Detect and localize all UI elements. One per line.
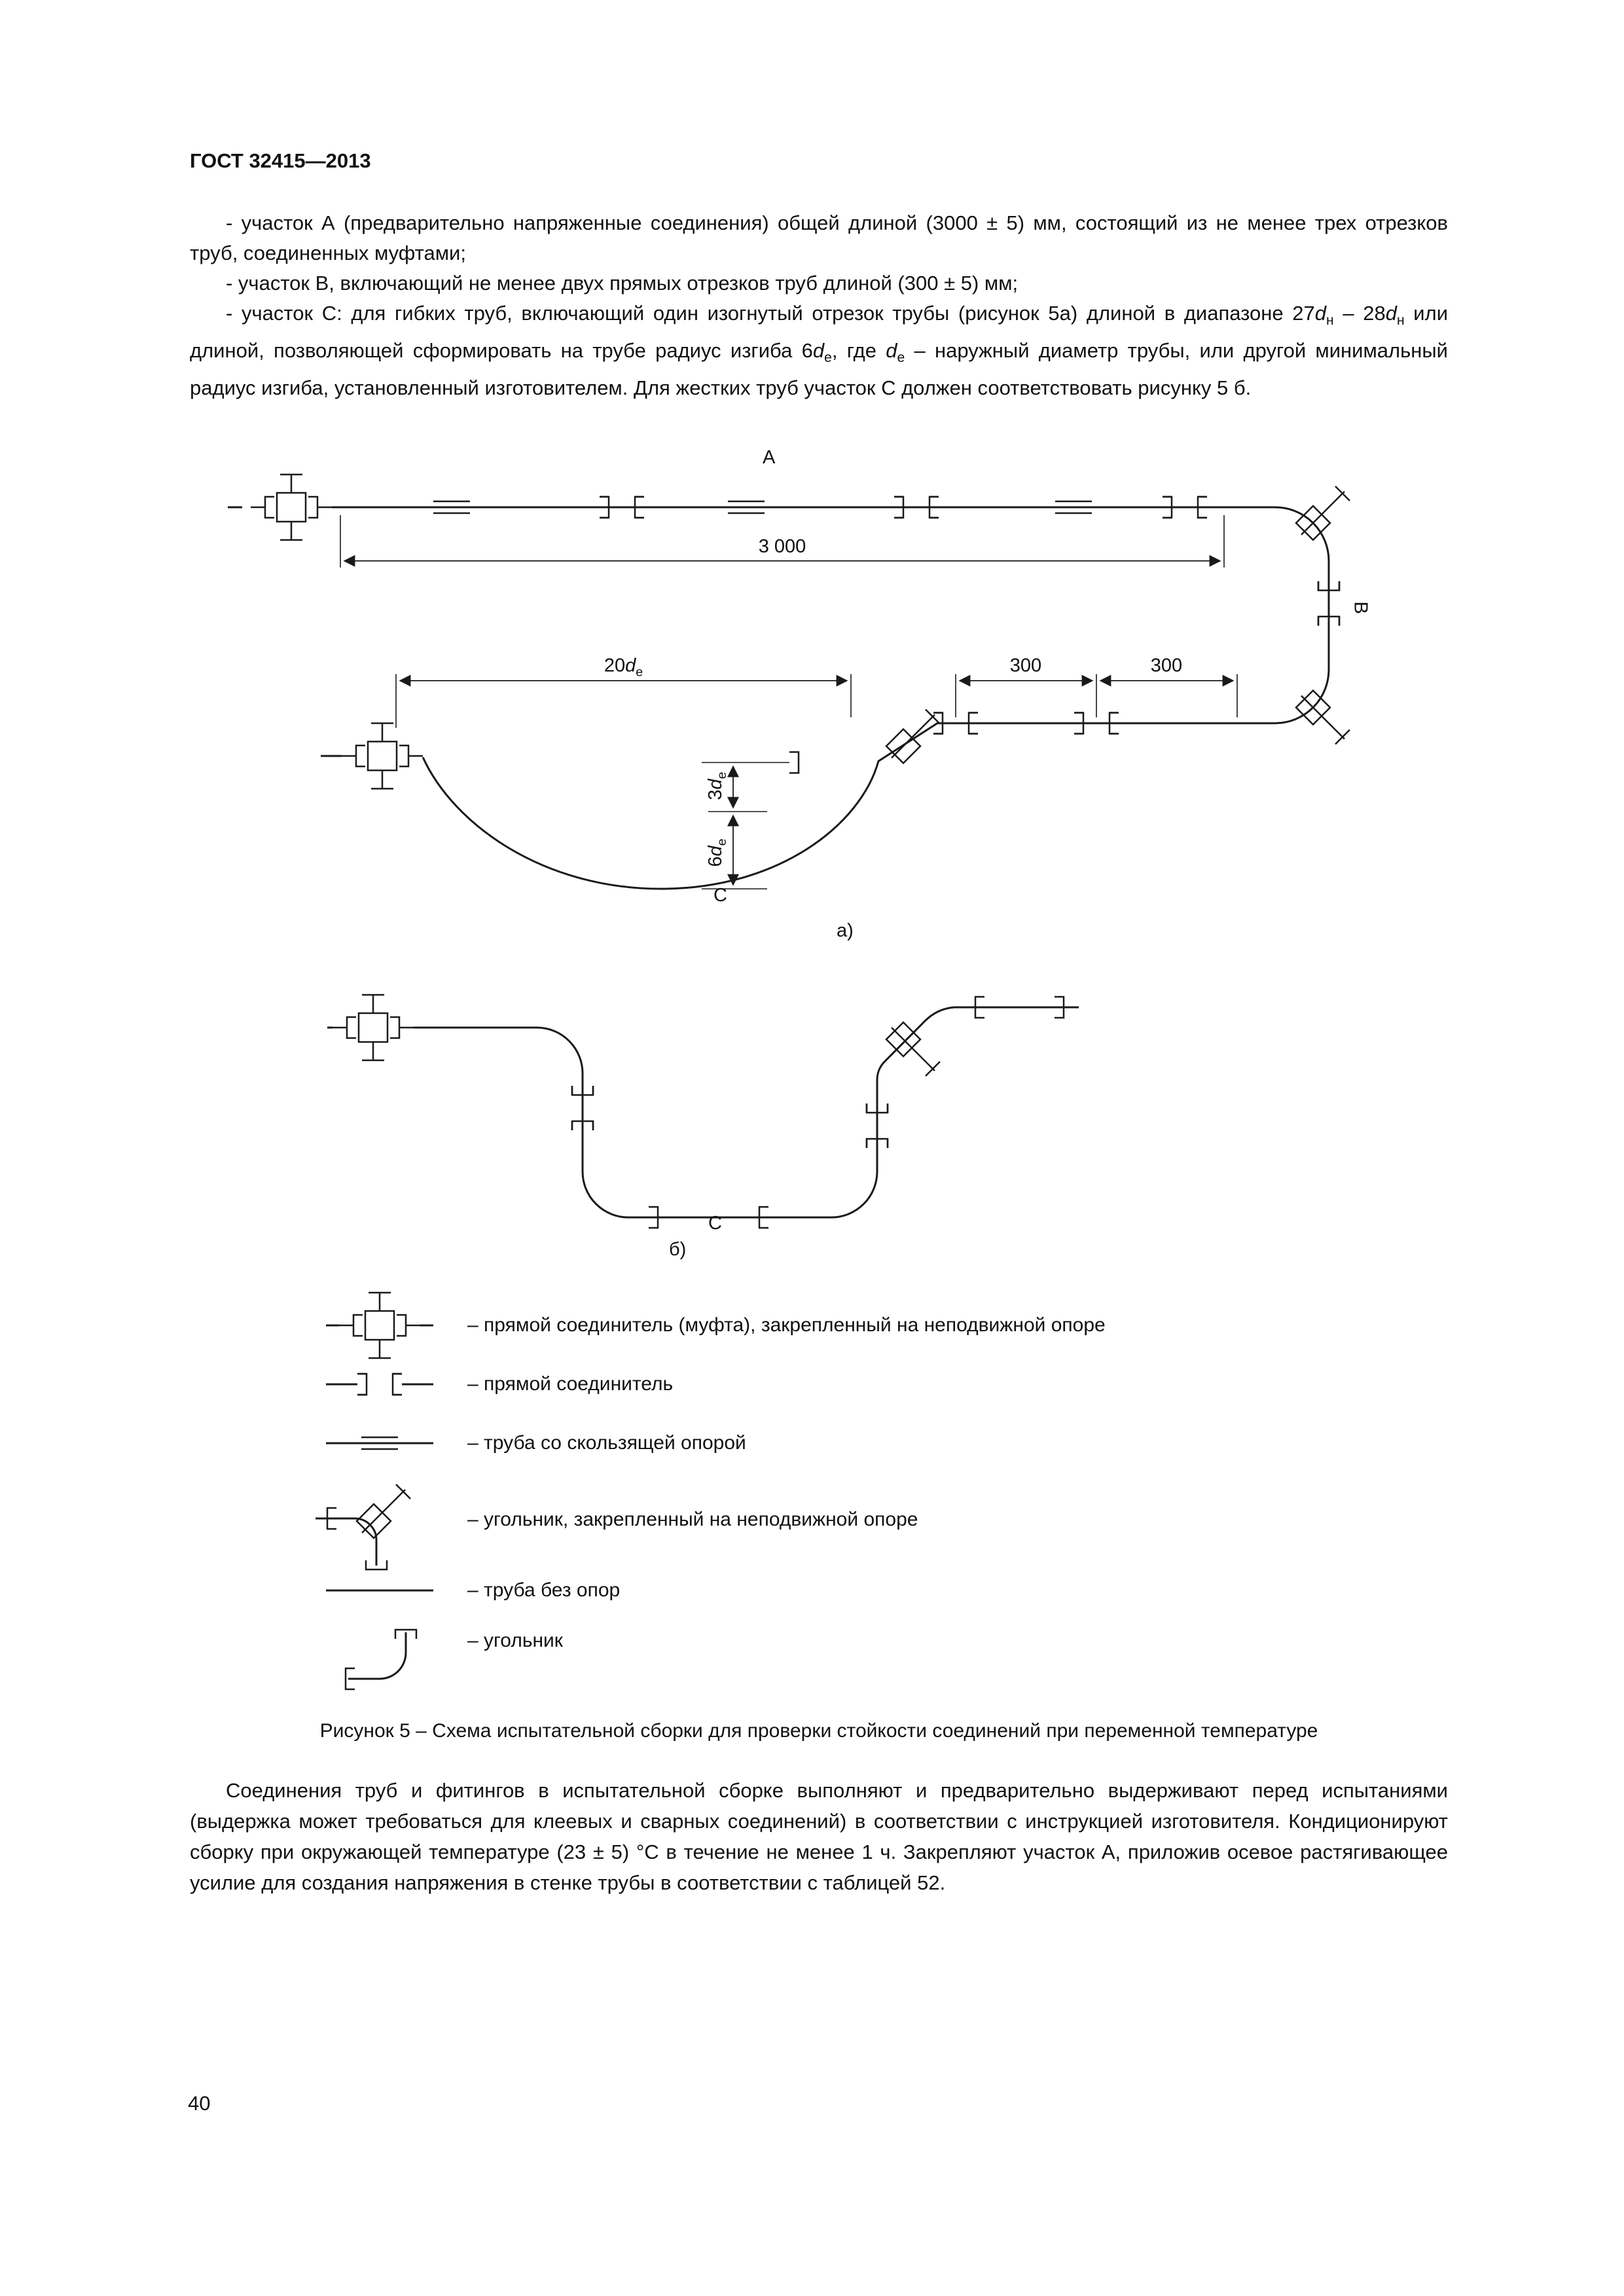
- paragraph-section-a: - участок А (предварительно напряженные …: [190, 211, 1448, 264]
- legend-item-pipe-no-support: – труба без опор: [308, 1574, 620, 1607]
- dim-label-3000: 3 000: [758, 536, 806, 557]
- intro-text: - участок А (предварительно напряженные …: [190, 208, 1448, 403]
- page-number: 40: [188, 2092, 211, 2115]
- legend-item-coupling-fixed-support: – прямой соединитель (муфта), закрепленн…: [308, 1293, 1106, 1358]
- figure-caption: Рисунок 5 – Схема испытательной сборки д…: [319, 1720, 1318, 1742]
- elbow-fixed-support-icon: [316, 1483, 412, 1571]
- coupling-fixed-support-icon: [326, 1293, 433, 1358]
- label-subfigure-b: б): [669, 1239, 687, 1260]
- reference-bracket: [788, 751, 800, 774]
- pipe-sliding-support-icon: [326, 1436, 433, 1450]
- fixed-support-symbol: [251, 475, 332, 540]
- pipe-run-a: [228, 506, 1330, 890]
- legend-label: – угольник: [467, 1630, 563, 1651]
- coupling-icon: [326, 1361, 433, 1407]
- diagram-b: [327, 992, 1079, 1229]
- legend-label: – прямой соединитель (муфта), закрепленн…: [467, 1314, 1106, 1336]
- dim-label-300-2: 300: [1150, 655, 1183, 676]
- fixed-elbow-symbol: [1295, 689, 1351, 745]
- paragraph-section-c: - участок С: для гибких труб, включающий…: [190, 302, 1449, 400]
- dim-label-3de: 3dе: [705, 772, 729, 800]
- dim-label-300-1: 300: [1009, 655, 1042, 676]
- dim-label-20de: 20dе: [604, 655, 643, 679]
- pipe-no-support-icon: [326, 1589, 433, 1592]
- fixed-support-symbol: [333, 995, 414, 1060]
- legend-item-pipe-sliding-support: – труба со скользящей опорой: [308, 1420, 746, 1466]
- closing-text: Соединения труб и фитингов в испытательн…: [190, 1775, 1448, 1898]
- label-subfigure-a: а): [837, 920, 854, 941]
- fixed-elbow-symbol: [1295, 485, 1351, 541]
- label-section-b: B: [1350, 601, 1371, 615]
- elbow-icon: [344, 1628, 418, 1691]
- extension-lines: [340, 515, 1238, 889]
- legend-item-coupling: – прямой соединитель: [308, 1361, 673, 1407]
- page-header: ГОСТ 32415—2013: [190, 149, 371, 172]
- legend-label: – труба со скользящей опорой: [467, 1432, 746, 1454]
- label-section-a: A: [763, 447, 776, 468]
- fixed-support-symbol: [342, 723, 423, 789]
- label-section-c-a: C: [713, 885, 727, 906]
- fixed-elbow-symbol: [885, 1021, 941, 1077]
- paragraph-section-b: - участок В, включающий не менее двух пр…: [226, 272, 1019, 295]
- legend-item-elbow: – угольник: [308, 1623, 563, 1702]
- label-section-c-b: C: [708, 1213, 722, 1234]
- diagram-a: [228, 432, 1351, 890]
- pipe-run-b: [327, 1006, 1079, 1219]
- legend-label: – угольник, закрепленный на неподвижной …: [467, 1509, 918, 1530]
- fixed-elbow-symbol: [885, 708, 941, 764]
- legend-item-elbow-fixed-support: – угольник, закрепленный на неподвижной …: [308, 1483, 918, 1584]
- legend-label: – прямой соединитель: [467, 1373, 674, 1395]
- paragraph-closing: Соединения труб и фитингов в испытательн…: [190, 1779, 1448, 1894]
- legend-label: – труба без опор: [467, 1579, 621, 1601]
- dim-label-6de: 6dе: [705, 838, 729, 867]
